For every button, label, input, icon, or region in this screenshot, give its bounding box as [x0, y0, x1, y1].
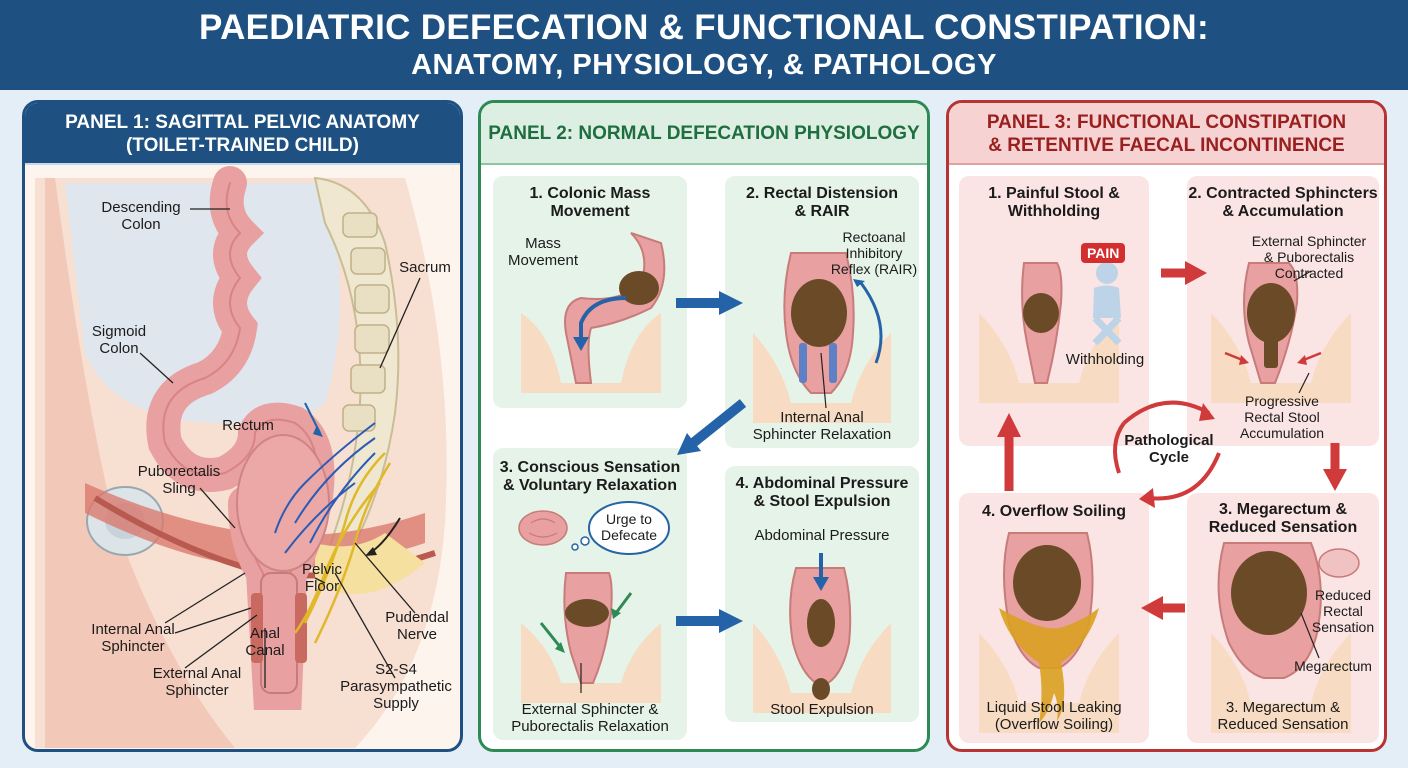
label-sphincter-contracted: External Sphincter & Puborectalis Contra… [1251, 233, 1367, 281]
panel1-title-line2: (TOILET-TRAINED CHILD) [126, 135, 359, 156]
p3-step2-title: 2. Contracted Sphincters & Accumulation [1188, 185, 1378, 220]
pain-badge: PAIN [1081, 243, 1126, 263]
page-subtitle: ANATOMY, PHYSIOLOGY, & PATHOLOGY [411, 49, 997, 81]
label-external-sphincter-relaxation: External Sphincter & Puborectalis Relaxa… [511, 701, 669, 735]
label-sacrum: Sacrum [399, 259, 451, 276]
label-internal-anal-sphincter: Internal Anal Sphincter [91, 621, 175, 655]
label-puborectalis-sling: Puborectalis Sling [137, 463, 221, 497]
panel-physiology: PANEL 2: NORMAL DEFECATION PHYSIOLOGY [478, 100, 930, 752]
panel2-title: PANEL 2: NORMAL DEFECATION PHYSIOLOGY [481, 103, 927, 165]
page-title: PAEDIATRIC DEFECATION & FUNCTIONAL CONST… [199, 8, 1209, 47]
label-withholding: Withholding [1065, 351, 1145, 368]
label-rectum: Rectum [222, 417, 274, 434]
label-rair: Rectoanal Inhibitory Reflex (RAIR) [830, 229, 918, 277]
label-pathological-cycle: Pathological Cycle [1124, 432, 1214, 466]
p3-step3-bottom-label: 3. Megarectum & Reduced Sensation [1217, 699, 1349, 733]
panel1-title: PANEL 1: SAGITTAL PELVIC ANATOMY (TOILET… [25, 103, 460, 165]
sagittal-anatomy-illustration [35, 166, 447, 748]
label-overflow-soiling: Liquid Stool Leaking (Overflow Soiling) [986, 699, 1122, 733]
panel-anatomy: PANEL 1: SAGITTAL PELVIC ANATOMY (TOILET… [22, 100, 463, 752]
label-urge-to-defecate: Urge to Defecate [600, 511, 658, 543]
label-stool-expulsion: Stool Expulsion [770, 701, 874, 718]
panel3-title-line1: PANEL 3: FUNCTIONAL CONSTIPATION [986, 112, 1347, 133]
label-pudendal-nerve: Pudendal Nerve [385, 609, 449, 643]
label-abdominal-pressure: Abdominal Pressure [754, 527, 890, 544]
label-mass-movement: Mass Movement [507, 235, 579, 269]
panel3-title: PANEL 3: FUNCTIONAL CONSTIPATION & RETEN… [949, 103, 1384, 165]
panel-pathology: PANEL 3: FUNCTIONAL CONSTIPATION & RETEN… [946, 100, 1387, 752]
label-sigmoid-colon: Sigmoid Colon [91, 323, 147, 357]
step4-title: 4. Abdominal Pressure & Stool Expulsion [735, 475, 909, 510]
label-descending-colon: Descending Colon [101, 199, 181, 233]
panel1-title-line1: PANEL 1: SAGITTAL PELVIC ANATOMY [65, 112, 420, 133]
p3-step4-title: 4. Overflow Soiling [981, 503, 1127, 520]
p3-step1-title: 1. Painful Stool & Withholding [988, 185, 1120, 220]
label-progressive-accumulation: Progressive Rectal Stool Accumulation [1239, 393, 1325, 441]
step3-title: 3. Conscious Sensation & Voluntary Relax… [499, 459, 681, 494]
panel3-title-line2: & RETENTIVE FAECAL INCONTINENCE [988, 135, 1345, 156]
pathology-illustrations [979, 261, 1360, 733]
label-external-anal-sphincter: External Anal Sphincter [152, 665, 242, 699]
label-internal-sphincter-relaxation: Internal Anal Sphincter Relaxation [752, 409, 892, 443]
step1-title: 1. Colonic Mass Movement [529, 185, 651, 220]
label-parasympathetic-supply: S2-S4 Parasympathetic Supply [340, 661, 452, 712]
physiology-illustrations [518, 232, 891, 713]
step2-title: 2. Rectal Distension & RAIR [745, 185, 899, 220]
label-megarectum: Megarectum [1294, 658, 1372, 674]
label-anal-canal: Anal Canal [245, 625, 285, 659]
label-pelvic-floor: Pelvic Floor [301, 561, 342, 595]
p3-step3-title: 3. Megarectum & Reduced Sensation [1208, 501, 1358, 536]
label-reduced-sensation: Reduced Rectal Sensation [1311, 587, 1375, 635]
page-header: PAEDIATRIC DEFECATION & FUNCTIONAL CONST… [0, 0, 1408, 90]
